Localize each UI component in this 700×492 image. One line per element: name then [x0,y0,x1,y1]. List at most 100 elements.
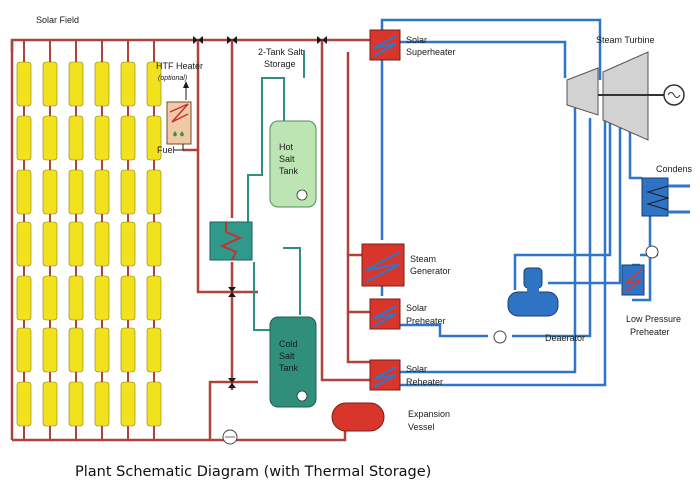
deaerator-body [507,291,559,317]
cold-tank-line-2: Salt [279,351,295,361]
solar-collector [94,61,110,107]
expansion-vessel-label-1: Expansion [408,409,450,419]
water-from-deaerator [512,118,592,338]
solar-collector [42,221,58,267]
solar-collector [94,381,110,427]
solar-collector [68,169,84,215]
htf-storage-loop [196,150,258,294]
preheater-label-1: Solar [406,303,427,313]
solar-collector [16,381,32,427]
solar-collector [94,221,110,267]
solar-field-label: Solar Field [36,15,79,25]
cold-salt-tank [269,316,317,408]
hot-tank-body [269,120,317,208]
reheater-coil [373,366,397,388]
solar-collector [146,275,162,321]
salt-cold-line-2 [283,247,301,315]
htf-cold-header [12,418,347,442]
condenser [641,177,690,217]
water-condenser-loop [632,200,652,302]
superheater-label-2: Superheater [406,47,456,57]
steam-generator [361,243,405,287]
solar-collector [16,115,32,161]
solar-collector [42,169,58,215]
solar-superheater [369,29,401,61]
valves [193,36,327,388]
solar-collector [68,115,84,161]
solar-collector [16,275,32,321]
solar-collector [16,221,32,267]
solar-collector [42,61,58,107]
solar-collector [120,169,136,215]
reheater-label-2: Reheater [406,377,443,387]
expansion-vessel [331,402,385,432]
hot-tank-line-1: Hot [279,142,294,152]
generator-wave [667,92,681,98]
storage-hx-coil [219,222,243,261]
solar-collector [94,327,110,373]
salt-cold-line [253,262,270,331]
condensate-pump [645,245,659,259]
valve-1 [193,36,203,44]
solar-collector [16,169,32,215]
cold-tank-line-1: Cold [279,339,298,349]
solar-collector [94,275,110,321]
expansion-vessel-body [331,402,385,432]
lp-preheater-label-1: Low Pressure [626,314,681,324]
solar-collector [42,275,58,321]
hot-tank-pump-icon [296,189,308,201]
expansion-vessel-label-2: Vessel [408,422,435,432]
deaerator-neck [527,286,539,294]
deaerator-label: Deaerator [545,333,585,343]
exhaust-arrow-icon [183,81,189,88]
preheater-label-2: Preheater [406,316,446,326]
htf-heater-label: HTF Heater [156,61,203,71]
valve-5 [228,378,236,388]
solar-collector [42,115,58,161]
solar-collector [120,381,136,427]
deaerator [507,267,559,317]
fuel-line [174,144,184,151]
hot-tank-line-2: Salt [279,154,295,164]
water-reheat-out [394,108,577,374]
solar-collector [16,61,32,107]
solar-collector [146,381,162,427]
water-ph-out [394,323,488,338]
steam-turbine-label: Steam Turbine [596,35,655,45]
htf-storage-loop2 [208,380,258,440]
htf-heater-body [166,101,192,145]
hot-tank-line-3: Tank [279,166,299,176]
salt-hot-line [247,77,285,222]
steam-sh-out [394,40,567,78]
solar-collector [146,115,162,161]
condenser-label: Condens [656,164,693,174]
solar-collector [120,115,136,161]
solar-collector [68,221,84,267]
fuel-label: Fuel [157,145,175,155]
steam-turbine [566,51,685,141]
solar-collector [42,327,58,373]
diagram-caption: Plant Schematic Diagram (with Thermal St… [75,464,431,480]
salt-piping [247,50,305,331]
htf-heater-optional: (optional) [158,75,187,82]
htf-piping [10,38,380,442]
steam-generator-label-1: Steam [410,254,436,264]
solar-collector [68,381,84,427]
storage-label-1: 2-Tank Salt [258,47,304,57]
storage-label-2: Storage [264,59,296,69]
condenser-coil [646,185,670,211]
water-lp-to-deaerator [548,118,622,285]
lp-preheater [621,264,645,296]
cold-tank-pump-icon [296,390,308,402]
lp-preheater-label-2: Preheater [630,327,670,337]
htf-sh-to-sg [346,52,372,257]
valve-4 [228,287,236,297]
flame-icon [173,131,184,137]
hp-turbine [566,67,599,116]
feed-pump-icon [493,330,507,344]
solar-collector [68,275,84,321]
cold-tank-body [269,316,317,408]
valve-3 [317,36,327,44]
